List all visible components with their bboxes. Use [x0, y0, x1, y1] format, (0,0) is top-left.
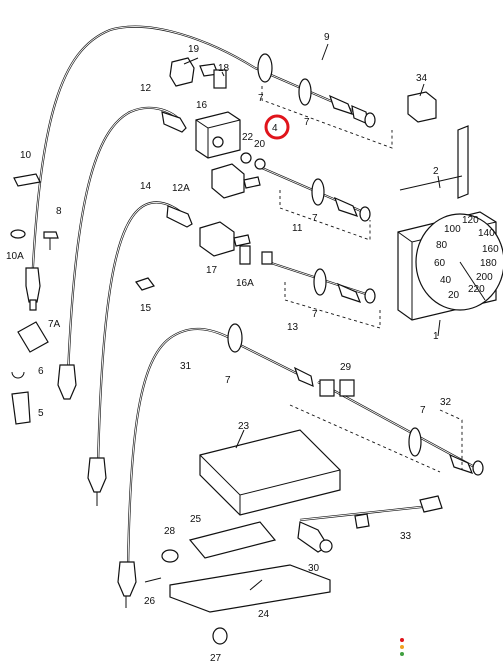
label-11: 11 — [292, 223, 303, 234]
tray-24 — [169, 564, 331, 613]
highlight-ring — [264, 114, 290, 140]
label-23: 23 — [238, 421, 250, 432]
label-9: 9 — [324, 32, 330, 43]
switch-34 — [407, 91, 437, 123]
panel-25 — [188, 521, 277, 559]
fittings-18-19-20-22 — [169, 57, 266, 170]
label-19: 19 — [188, 44, 200, 55]
bolt-8 — [43, 231, 59, 250]
label-27: 27 — [210, 653, 222, 662]
tick-120: 120 — [462, 215, 479, 226]
label-5: 5 — [38, 408, 44, 419]
label-31: 31 — [180, 361, 192, 372]
label-22: 22 — [242, 132, 254, 143]
label-33: 33 — [400, 531, 412, 542]
cable-section-upper — [254, 53, 376, 128]
tick-200: 200 — [476, 272, 493, 283]
control-unit-23 — [199, 429, 341, 516]
tick-160: 160 — [482, 244, 499, 255]
label-7-e: 7 — [225, 375, 231, 386]
label-1: 1 — [433, 331, 439, 342]
label-16: 16 — [196, 100, 208, 111]
label-13: 13 — [287, 322, 299, 333]
tick-20: 20 — [448, 290, 460, 301]
label-17: 17 — [206, 265, 218, 276]
label-34: 34 — [416, 73, 428, 84]
parts-26-27-28 — [144, 549, 228, 645]
leader-lines — [183, 43, 441, 591]
label-7-b: 7 — [304, 117, 310, 128]
tick-60: 60 — [434, 258, 446, 269]
label-16A: 16A — [236, 278, 254, 289]
tick-140: 140 — [478, 228, 495, 239]
label-15: 15 — [140, 303, 152, 314]
label-8: 8 — [56, 206, 62, 217]
drive-5-6 — [11, 371, 31, 425]
label-10A: 10A — [6, 251, 24, 262]
tick-180: 180 — [480, 258, 497, 269]
instrument-cluster-1 — [397, 211, 503, 321]
tick-220: 220 — [468, 284, 485, 295]
label-7-d: 7 — [312, 309, 318, 320]
label-25: 25 — [190, 514, 202, 525]
label-7-c: 7 — [312, 213, 318, 224]
label-18: 18 — [218, 63, 230, 74]
label-7A: 7A — [48, 319, 61, 330]
clip-10 — [10, 173, 41, 239]
cable-section-13 — [267, 260, 376, 304]
group-frame-13 — [284, 282, 381, 329]
label-28: 28 — [164, 526, 176, 537]
speedo-cable-31 — [117, 327, 231, 608]
label-30: 30 — [308, 563, 320, 574]
label-10: 10 — [20, 150, 32, 161]
cable-section-29-32 — [227, 323, 484, 476]
group-frame-32 — [289, 404, 463, 473]
label-14: 14 — [140, 181, 152, 192]
label-29: 29 — [340, 362, 352, 373]
clip-15 — [135, 277, 155, 291]
label-7-a: 7 — [258, 93, 264, 104]
label-2: 2 — [433, 166, 439, 177]
bracket-7A — [17, 321, 49, 353]
label-24: 24 — [258, 609, 270, 620]
speedo-ticks: 120 140 100 160 80 180 60 200 40 220 20 — [434, 215, 499, 301]
part-labels: 1 2 4 5 6 7 7 7 7 7 7 7A 8 9 10 10A 11 1… — [6, 32, 452, 662]
sender-17 — [199, 221, 273, 265]
speedo-cable-outer — [25, 25, 256, 311]
speedo-cable-14 — [87, 201, 193, 506]
label-32: 32 — [440, 397, 452, 408]
group-frame-7 — [261, 86, 393, 149]
label-4: 4 — [272, 123, 278, 134]
bracket-2 — [399, 125, 469, 199]
cable-section-33 — [297, 495, 443, 553]
tick-40: 40 — [440, 275, 452, 286]
label-20: 20 — [254, 139, 266, 150]
label-26: 26 — [144, 596, 156, 607]
tick-80: 80 — [436, 240, 448, 251]
speedo-cable-12 — [57, 106, 187, 400]
label-12A: 12A — [172, 183, 190, 194]
group-frame-11 — [279, 190, 371, 241]
label-6: 6 — [38, 366, 44, 377]
corner-dots — [400, 638, 404, 656]
label-7-f: 7 — [420, 405, 426, 416]
tick-100: 100 — [444, 224, 461, 235]
speedo-sender-16 — [195, 111, 261, 199]
label-12: 12 — [140, 83, 152, 94]
cable-section-11 — [261, 166, 371, 222]
